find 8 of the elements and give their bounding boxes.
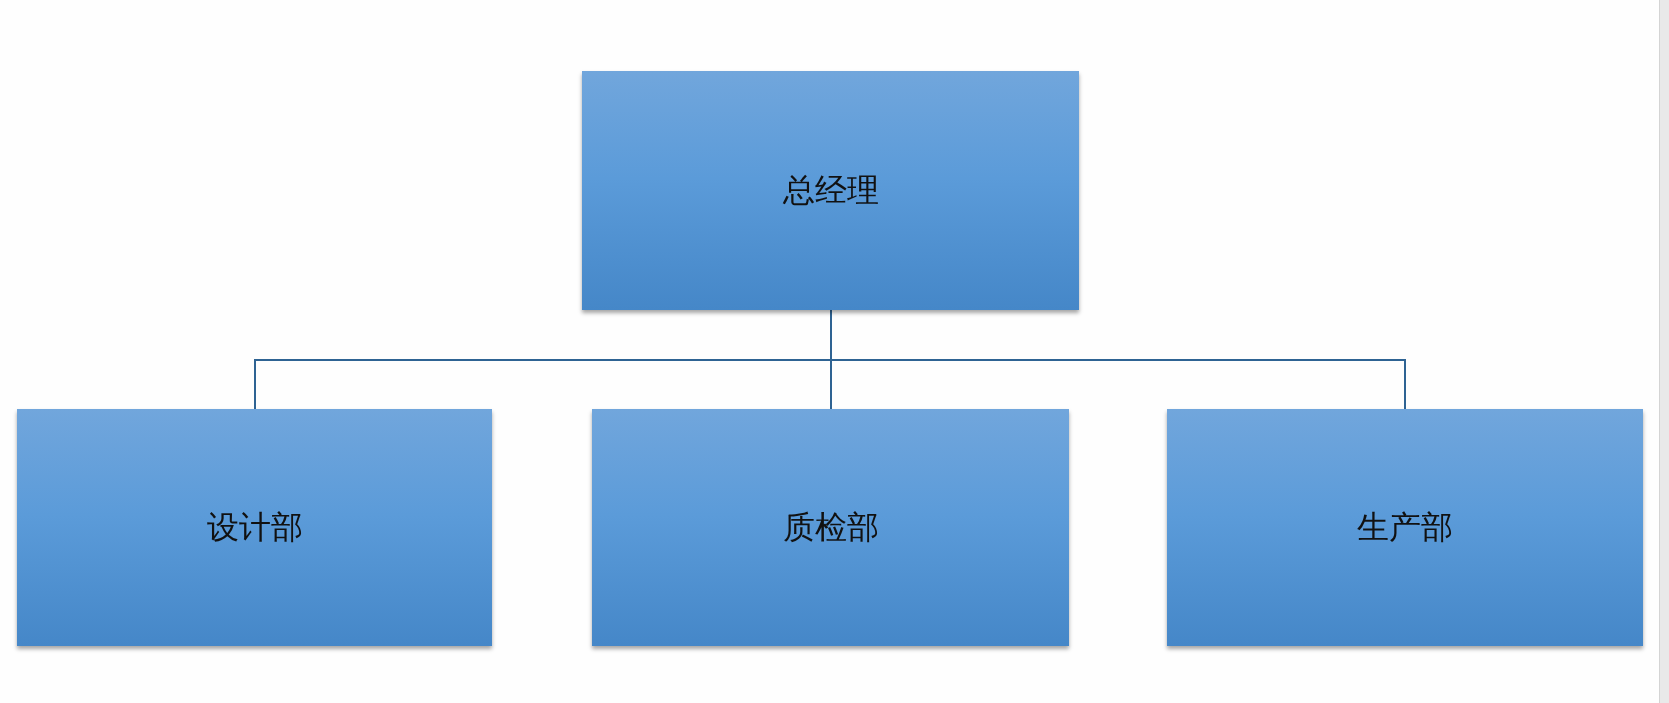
box-label: 生产部: [1357, 509, 1453, 546]
org-box: [17, 409, 492, 646]
org-box: [592, 409, 1069, 646]
box-label: 总经理: [782, 172, 879, 209]
org-box: [1167, 409, 1643, 646]
box-label: 质检部: [782, 509, 879, 546]
box-label: 设计部: [206, 509, 303, 546]
org-box: [582, 71, 1079, 310]
